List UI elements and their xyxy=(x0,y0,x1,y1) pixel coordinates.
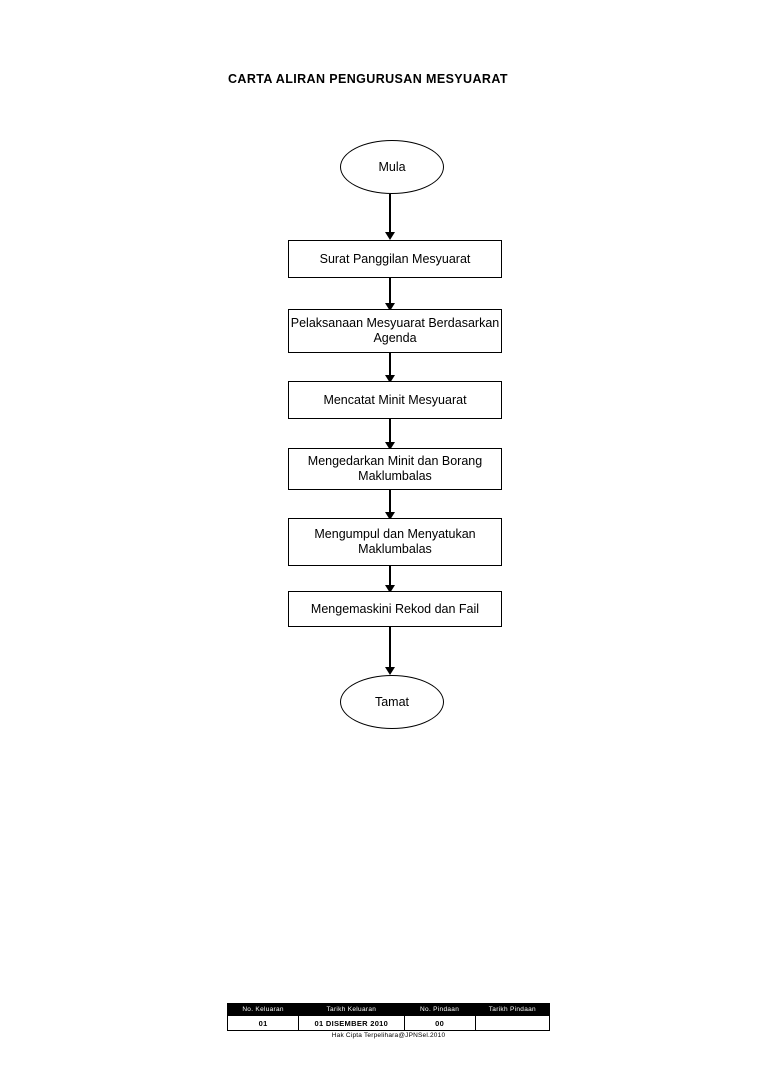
connector-step3-to-step4 xyxy=(389,419,391,442)
column-header-tarikh-pindaan: Tarikh Pindaan xyxy=(474,1003,551,1016)
revision-table: No. Keluaran Tarikh Keluaran No. Pindaan… xyxy=(226,1003,551,1031)
arrowhead-start-to-step1 xyxy=(385,232,395,240)
connector-step2-to-step3 xyxy=(389,353,391,375)
flow-node-step3: Mencatat Minit Mesyuarat xyxy=(288,381,502,419)
table-row: 01 01 DISEMBER 2010 00 xyxy=(226,1015,551,1031)
flow-node-step2-label: Pelaksanaan Mesyuarat Berdasarkan Agenda xyxy=(290,316,500,345)
flow-node-start: Mula xyxy=(340,140,444,194)
cell-tarikh-pindaan xyxy=(474,1015,551,1031)
connector-start-to-step1 xyxy=(389,194,391,232)
arrowhead-step2-to-step3 xyxy=(385,375,395,383)
connector-step6-to-end xyxy=(389,627,391,667)
cell-tarikh-keluaran: 01 DISEMBER 2010 xyxy=(298,1015,405,1031)
copyright-notice: Hak Cipta Terpelihara@JPNSel.2010 xyxy=(331,1032,446,1039)
arrowhead-step4-to-step5 xyxy=(385,512,395,520)
column-header-no-keluaran: No. Keluaran xyxy=(226,1003,300,1016)
connector-step1-to-step2 xyxy=(389,278,391,303)
revision-table-header-row: No. Keluaran Tarikh Keluaran No. Pindaan… xyxy=(226,1003,551,1016)
flow-node-step1: Surat Panggilan Mesyuarat xyxy=(288,240,502,278)
connector-step4-to-step5 xyxy=(389,490,391,512)
arrowhead-step1-to-step2 xyxy=(385,303,395,311)
cell-no-keluaran: 01 xyxy=(226,1015,300,1031)
flow-node-step4-label: Mengedarkan Minit dan Borang Maklumbalas xyxy=(307,454,483,483)
arrowhead-step5-to-step6 xyxy=(385,585,395,593)
arrowhead-step6-to-end xyxy=(385,667,395,675)
flow-node-step5-label: Mengumpul dan Menyatukan Maklumbalas xyxy=(314,527,476,556)
flow-node-start-label: Mula xyxy=(378,159,406,174)
arrowhead-step3-to-step4 xyxy=(385,442,395,450)
column-header-tarikh-keluaran: Tarikh Keluaran xyxy=(298,1003,405,1016)
footer-block: No. Keluaran Tarikh Keluaran No. Pindaan… xyxy=(226,1003,551,1039)
flow-node-step3-label: Mencatat Minit Mesyuarat xyxy=(323,392,467,407)
flow-node-step6: Mengemaskini Rekod dan Fail xyxy=(288,591,502,627)
cell-no-pindaan: 00 xyxy=(403,1015,476,1031)
flow-node-step6-label: Mengemaskini Rekod dan Fail xyxy=(310,601,480,616)
flow-node-step5: Mengumpul dan Menyatukan Maklumbalas xyxy=(288,518,502,566)
column-header-no-pindaan: No. Pindaan xyxy=(403,1003,476,1016)
connector-step5-to-step6 xyxy=(389,566,391,585)
flow-node-step4: Mengedarkan Minit dan Borang Maklumbalas xyxy=(288,448,502,490)
flow-node-step2: Pelaksanaan Mesyuarat Berdasarkan Agenda xyxy=(288,309,502,353)
flow-node-end-label: Tamat xyxy=(374,694,410,709)
page-title: CARTA ALIRAN PENGURUSAN MESYUARAT xyxy=(228,72,508,86)
flow-node-end: Tamat xyxy=(340,675,444,729)
flow-node-step1-label: Surat Panggilan Mesyuarat xyxy=(319,251,471,266)
